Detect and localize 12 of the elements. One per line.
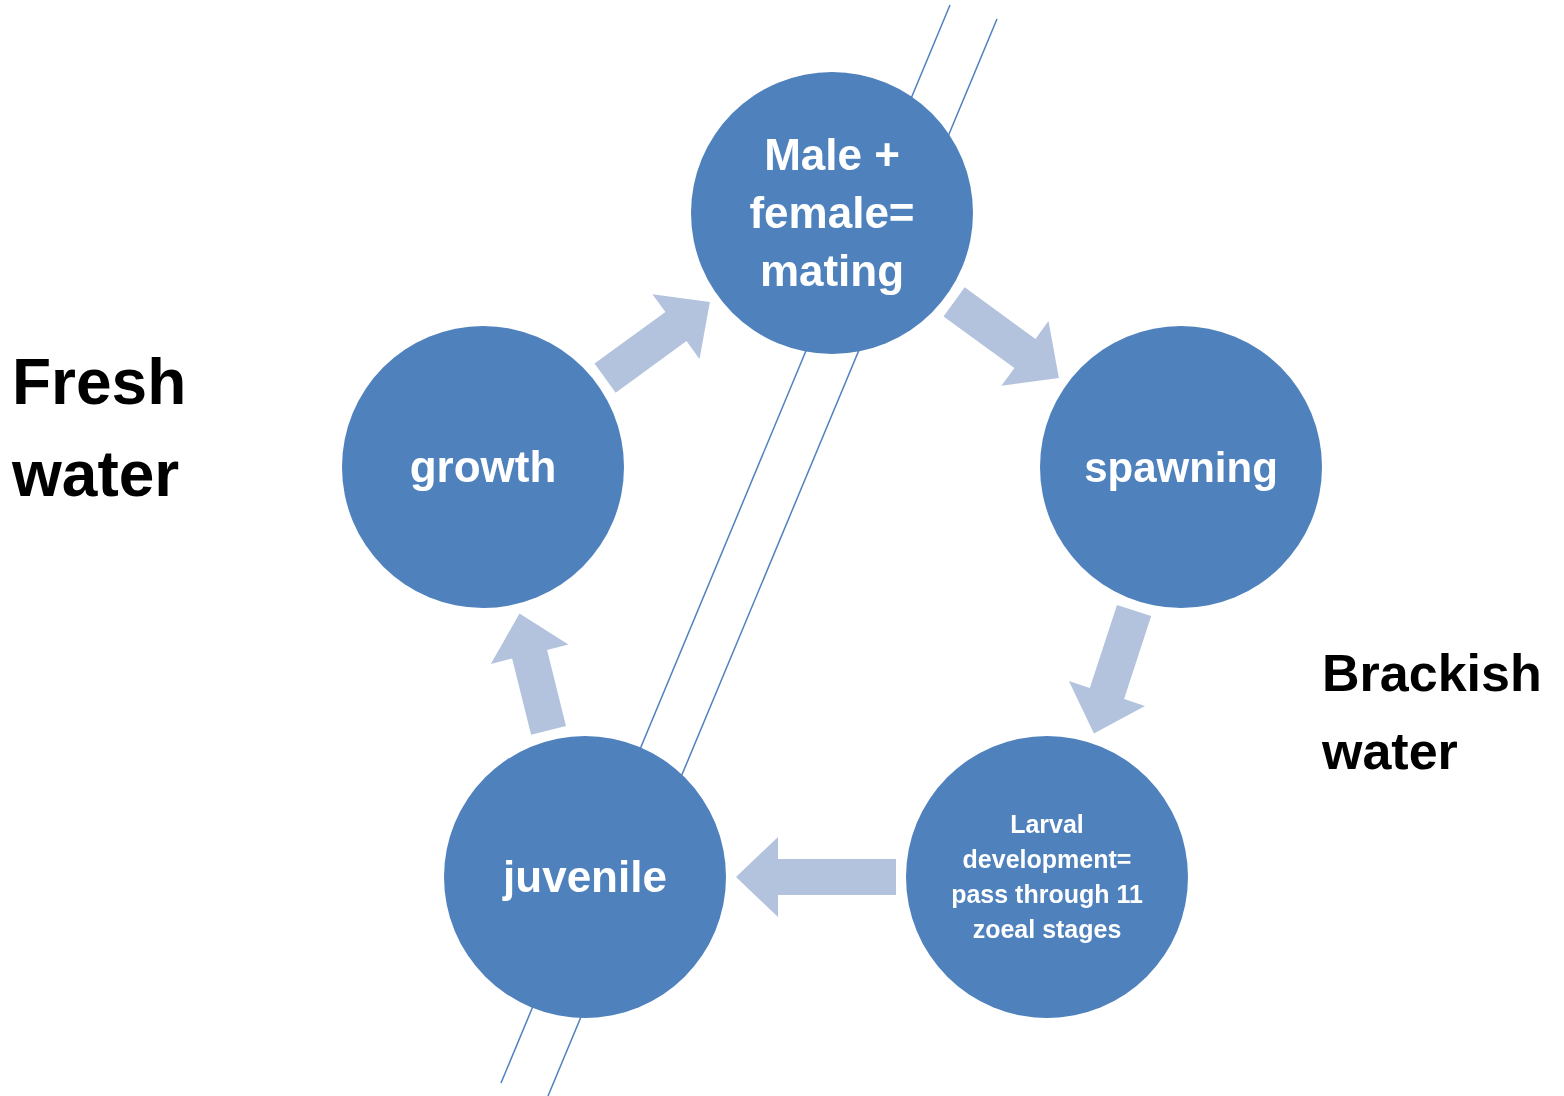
stage-label: spawning — [1083, 442, 1279, 493]
zone-label: Brackish water — [1322, 643, 1543, 782]
block-arrow — [490, 613, 569, 735]
stage-label: Larval development= pass through 11 zoeal stages — [950, 809, 1144, 945]
stage-label: growth — [408, 441, 558, 493]
block-arrow — [736, 837, 896, 917]
stage-label: Male + female= mating — [748, 129, 916, 297]
block-arrow — [943, 287, 1059, 386]
block-arrow — [594, 294, 710, 393]
zone-label: Fresh water — [12, 345, 188, 512]
stage-label: juvenile — [501, 851, 668, 903]
block-arrow — [1068, 604, 1152, 734]
